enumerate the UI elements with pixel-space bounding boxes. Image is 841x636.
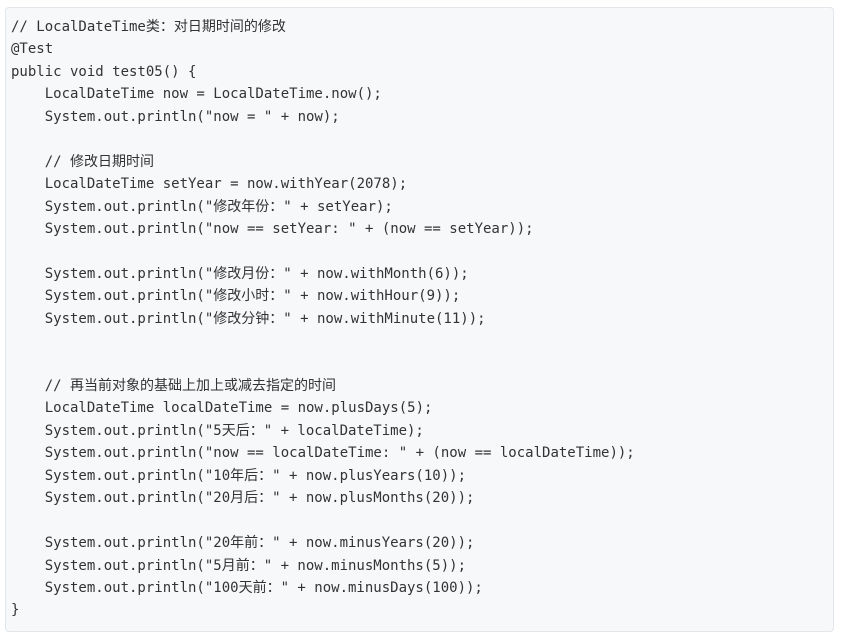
- code-line-7: // 修改日期时间: [11, 153, 155, 170]
- code-line-2: @Test: [11, 41, 54, 58]
- code-line-27: }: [11, 602, 20, 619]
- code-line-5: System.out.println("now = " + now);: [11, 108, 340, 125]
- code-line-9: System.out.println("修改年份：" + setYear);: [11, 198, 393, 215]
- code-line-25: System.out.println("5月前：" + now.minusMon…: [11, 557, 467, 574]
- code-line-8: LocalDateTime setYear = now.withYear(207…: [11, 176, 408, 193]
- code-line-6: [11, 128, 833, 150]
- code-line-24: System.out.println("20年前：" + now.minusYe…: [11, 535, 475, 552]
- code-content: // LocalDateTime类：对日期时间的修改 @Test public vo…: [6, 8, 833, 622]
- code-line-17: // 再当前对象的基础上加上或减去指定的时间: [11, 378, 336, 394]
- code-line-3: public void test05() {: [11, 63, 197, 80]
- code-line-26: System.out.println("100天前：" + now.minusD…: [11, 579, 483, 596]
- code-line-21: System.out.println("10年后：" + now.plusYea…: [11, 467, 467, 484]
- code-block: // LocalDateTime类：对日期时间的修改 @Test public vo…: [5, 7, 834, 632]
- code-line-23: [11, 510, 833, 532]
- code-line-14: System.out.println("修改分钟：" + now.withMin…: [11, 310, 486, 327]
- code-line-10: System.out.println("now == setYear: " + …: [11, 220, 534, 237]
- code-line-1: // LocalDateTime类：对日期时间的修改: [11, 19, 286, 35]
- code-line-19: System.out.println("5天后：" + localDateTim…: [11, 422, 424, 439]
- code-line-13: System.out.println("修改小时：" + now.withHou…: [11, 288, 461, 305]
- code-line-15: [11, 330, 833, 352]
- code-line-20: System.out.println("now == localDateTime…: [11, 445, 635, 462]
- code-line-11: [11, 240, 833, 262]
- code-line-18: LocalDateTime localDateTime = now.plusDa…: [11, 400, 433, 417]
- code-line-16: [11, 353, 833, 375]
- code-line-4: LocalDateTime now = LocalDateTime.now();: [11, 86, 382, 103]
- code-line-22: System.out.println("20月后：" + now.plusMon…: [11, 490, 475, 507]
- code-line-12: System.out.println("修改月份：" + now.withMon…: [11, 265, 469, 282]
